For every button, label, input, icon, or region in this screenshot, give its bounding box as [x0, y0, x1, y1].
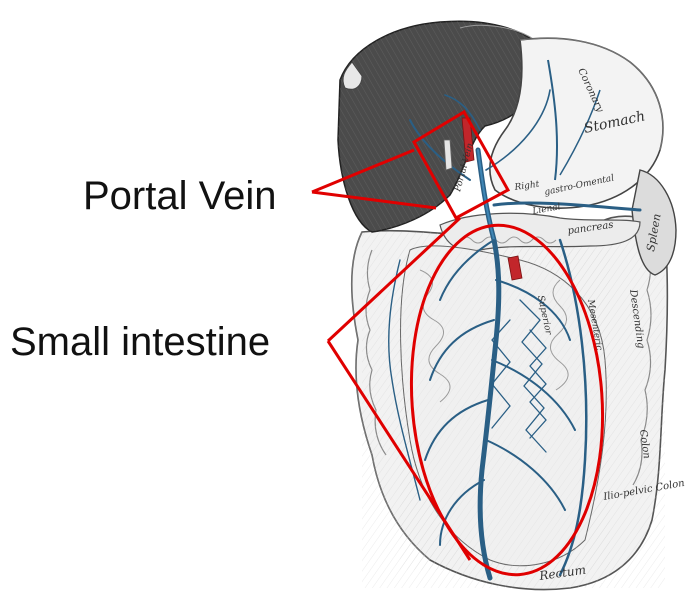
portal-vein-callout: Portal Vein: [83, 176, 276, 216]
small-intestine-callout: Small intestine: [10, 322, 270, 362]
